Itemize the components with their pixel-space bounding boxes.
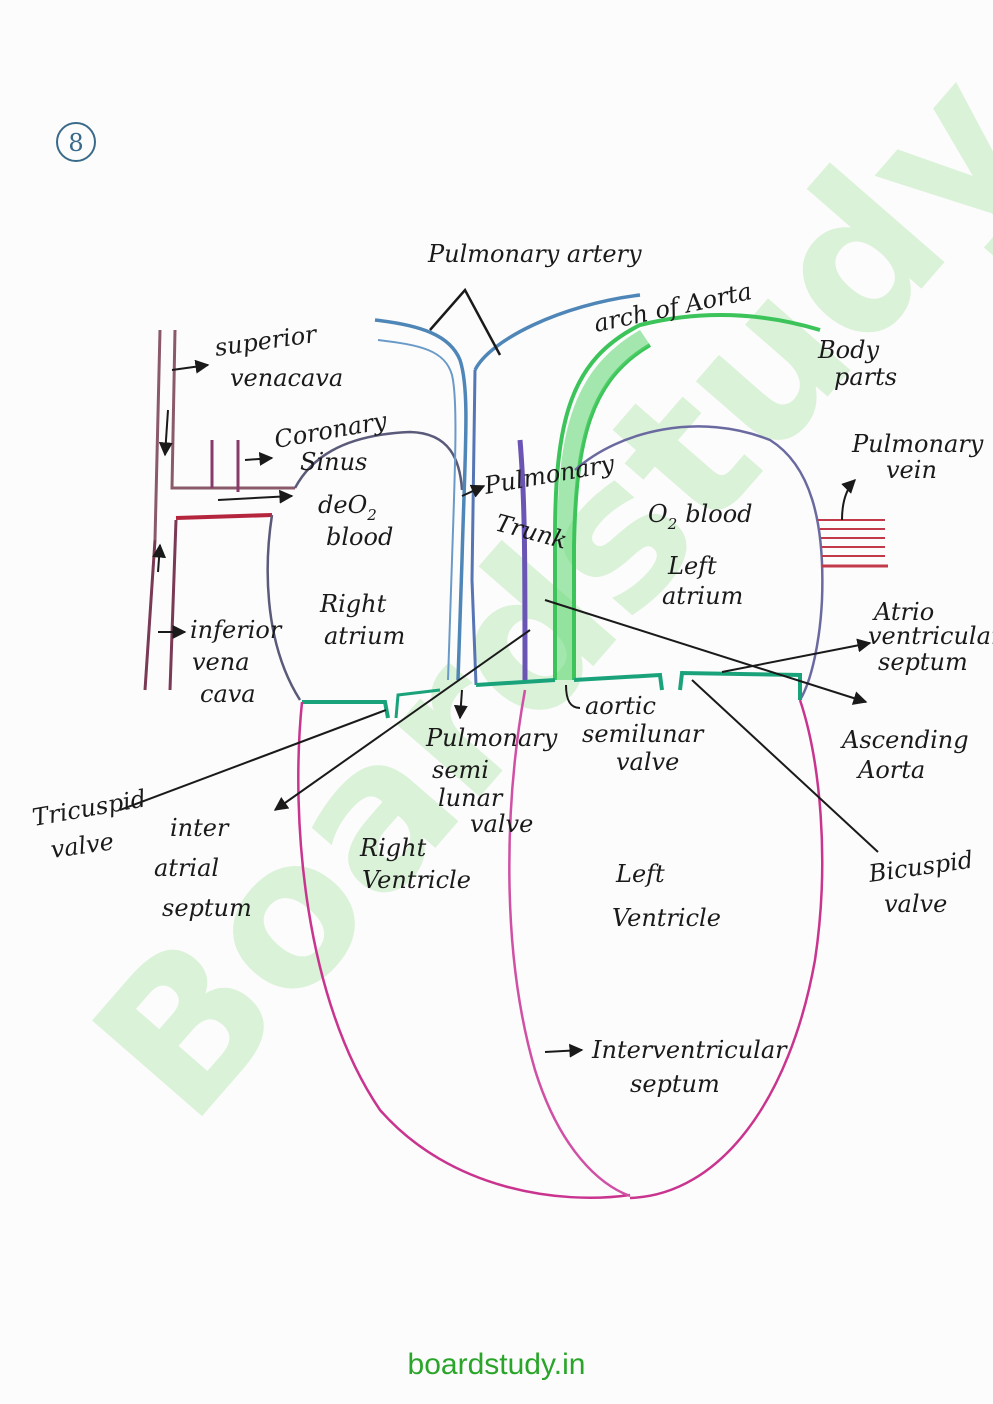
pulmonary-veins [818, 519, 888, 568]
svg-text:inferior: inferior [190, 616, 283, 644]
footer-site-link[interactable]: boardstudy.in [407, 1348, 586, 1381]
svg-text:valve: valve [616, 748, 679, 776]
svg-text:Atrio: Atrio [872, 598, 934, 626]
svg-text:Ventricle: Ventricle [612, 904, 721, 932]
svg-text:semi: semi [432, 756, 489, 784]
superior-vena-cava-inner [170, 329, 295, 490]
svg-text:Sinus: Sinus [300, 448, 367, 476]
svg-text:parts: parts [834, 363, 897, 391]
svg-text:valve: valve [470, 810, 533, 838]
label-deo2-blood: deO2 blood [318, 491, 393, 551]
svg-text:atrium: atrium [324, 622, 405, 650]
page-number-badge: 8 [56, 122, 96, 162]
watermark: Boardstudy [50, 30, 993, 1162]
label-left-ventricle: Left Ventricle [612, 860, 721, 932]
left-ventricle-wall [629, 699, 824, 1200]
svg-text:Tricuspid: Tricuspid [30, 784, 148, 832]
svg-text:Bicuspid: Bicuspid [866, 846, 975, 888]
pulmonary-artery-left-inner [377, 339, 457, 681]
svg-text:Coronary: Coronary [272, 407, 389, 454]
coronary-sinus-vessel [210, 440, 240, 492]
aorta-outer [553, 313, 821, 680]
pointer-arrows [119, 359, 879, 1058]
label-bicuspid-valve: Bicuspid valve [866, 846, 975, 918]
svg-text:septum: septum [878, 648, 968, 676]
label-pulmonary-semilunar-valve: Pulmonary semi lunar valve [425, 724, 558, 838]
pulmonary-trunk-purple [517, 439, 528, 681]
svg-text:Body: Body [817, 336, 879, 364]
label-superior-vena-cava: superior venacava [213, 320, 343, 392]
label-atrio-ventricular-septum: Atrio ventricular septum [868, 598, 993, 676]
svg-text:cava: cava [200, 680, 256, 708]
atrioventricular-septum-right [302, 700, 390, 719]
label-interventricular-septum: Interventricular septum [591, 1036, 788, 1098]
svg-text:aortic: aortic [585, 692, 656, 720]
svg-text:inter: inter [170, 814, 230, 842]
page-number: 8 [68, 129, 83, 157]
label-ascending-aorta: Ascending Aorta [840, 726, 969, 784]
svg-text:Left: Left [667, 552, 717, 580]
tricuspid-valve-flap [394, 688, 441, 719]
inferior-vena-cava-inner [168, 519, 178, 691]
label-right-atrium: Right atrium [319, 590, 405, 650]
label-inferior-vena-cava: inferior vena cava [190, 616, 283, 708]
aorta-inner [572, 343, 652, 680]
pulmonary-trunk-right-wall [473, 293, 641, 371]
atrioventricular-septum-left [573, 670, 802, 700]
left-atrium-wall [574, 425, 824, 701]
svg-text:valve: valve [49, 827, 116, 864]
svg-text:semilunar: semilunar [582, 720, 705, 748]
pulmonary-artery-left [374, 318, 468, 681]
svg-text:ventricular: ventricular [868, 622, 993, 650]
svg-text:superior: superior [213, 320, 320, 362]
svg-text:deO2: deO2 [318, 491, 377, 524]
svg-text:Ventricle: Ventricle [362, 866, 471, 894]
svg-text:septum: septum [630, 1070, 720, 1098]
svg-text:Interventricular: Interventricular [591, 1036, 788, 1064]
label-tricuspid-valve: Tricuspid valve [30, 784, 148, 864]
label-aortic-semilunar-valve: aortic semilunar valve [582, 692, 705, 776]
label-pulmonary-artery: Pulmonary artery [427, 240, 642, 268]
svg-text:valve: valve [884, 890, 947, 918]
interventricular-septum-line [508, 689, 631, 1198]
svg-text:vena: vena [192, 648, 250, 676]
inferior-vena-cava-outer [143, 539, 157, 691]
superior-vena-cava-outer [153, 329, 162, 541]
svg-text:Right: Right [359, 834, 427, 862]
right-atrium-wall [266, 430, 464, 701]
svg-text:lunar: lunar [438, 784, 504, 812]
label-inter-atrial-septum: inter atrial septum [154, 814, 252, 922]
pulmonary-trunk-left-wall [470, 369, 478, 686]
inferior-vena-cava-top [175, 513, 273, 520]
label-left-atrium: Left atrium [662, 552, 743, 610]
aorta-fill [557, 330, 650, 680]
svg-text:Right: Right [319, 590, 387, 618]
label-right-ventricle: Right Ventricle [359, 834, 471, 894]
right-ventricle-wall [297, 701, 631, 1199]
svg-text:Ascending: Ascending [840, 726, 969, 754]
svg-text:septum: septum [162, 894, 252, 922]
label-coronary-sinus: Coronary Sinus [272, 407, 389, 476]
svg-text:vein: vein [886, 456, 937, 484]
pulmonary-artery-pointer [429, 287, 502, 356]
svg-text:Pulmonary: Pulmonary [425, 724, 558, 752]
svg-text:blood: blood [326, 523, 393, 551]
label-pulmonary-vein: Pulmonary vein [851, 430, 984, 484]
septum-segment-middle [475, 678, 556, 687]
svg-text:Left: Left [615, 860, 665, 888]
svg-text:venacava: venacava [230, 364, 343, 392]
svg-text:atrium: atrium [662, 582, 743, 610]
svg-text:Aorta: Aorta [856, 756, 925, 784]
svg-text:Pulmonary: Pulmonary [851, 430, 984, 458]
svg-text:atrial: atrial [154, 854, 219, 882]
label-body-parts: Body parts [817, 336, 897, 391]
